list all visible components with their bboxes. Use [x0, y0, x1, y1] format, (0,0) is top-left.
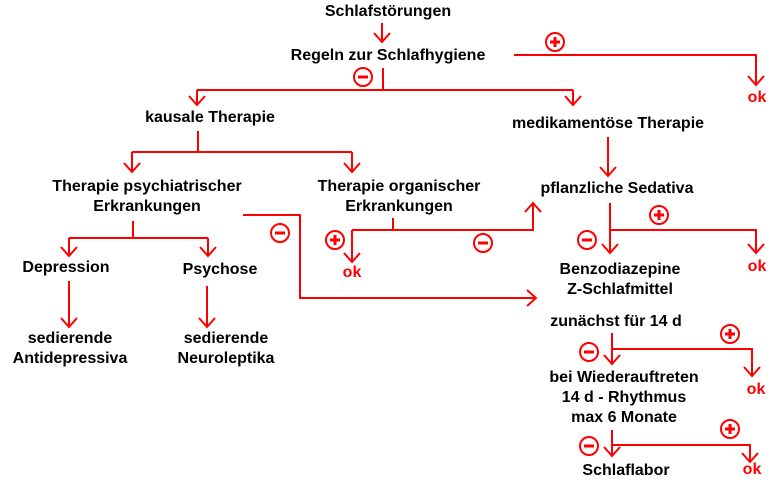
- plus-circle-icon: [649, 205, 669, 225]
- node-sedierende-neuroleptika: sedierende Neuroleptika: [178, 329, 275, 369]
- plus-circle-icon: [545, 32, 565, 52]
- node-line: Z-Schlafmittel: [567, 281, 673, 298]
- arrowhead-down-icon: [198, 317, 216, 329]
- arrowhead-down-icon: [603, 354, 621, 366]
- outcome-ok-hygiene: ok: [747, 89, 767, 106]
- plus-circle-icon: [325, 230, 345, 250]
- node-schlaflabor: Schlaflabor: [582, 462, 670, 479]
- connector-pflanz-ok: [610, 229, 757, 253]
- node-line: sedierende: [183, 330, 269, 347]
- node-bei-wiederauftreten: bei Wiederauftreten 14 d - Rhythmus max …: [549, 368, 698, 428]
- node-depression: Depression: [22, 259, 110, 276]
- node-schlafhygiene: Regeln zur Schlafhygiene: [290, 47, 486, 64]
- minus-circle-icon: [473, 233, 493, 253]
- connector-organ-split: [352, 203, 534, 231]
- node-sedierende-antidepressiva: sedierende Antidepressiva: [13, 329, 128, 369]
- outcome-ok-pflanzlich: ok: [747, 258, 767, 275]
- minus-circle-icon: [353, 67, 373, 87]
- minus-circle-icon: [577, 230, 597, 250]
- connector-wieder-ok: [612, 444, 751, 462]
- arrowhead-down-icon: [60, 246, 78, 258]
- outcome-ok-14d: ok: [746, 381, 766, 398]
- connector-hygiene-ok: [514, 54, 757, 85]
- arrowhead-down-icon: [747, 243, 765, 255]
- arrowhead-down-icon: [343, 252, 361, 264]
- node-line: max 6 Monate: [571, 409, 677, 426]
- node-psychose: Psychose: [182, 261, 258, 278]
- node-line: Therapie organischer: [317, 178, 481, 195]
- connector-kausal-split: [132, 131, 352, 153]
- arrowhead-down-icon: [123, 162, 141, 174]
- outcome-ok-wiederauftreten: ok: [742, 461, 762, 478]
- node-line: Therapie psychiatrischer: [52, 178, 242, 195]
- arrowhead-up-icon: [524, 201, 542, 213]
- arrowhead-down-icon: [601, 243, 619, 255]
- minus-circle-icon: [579, 436, 599, 456]
- plus-circle-icon: [720, 324, 740, 344]
- node-line: sedierende: [27, 330, 113, 347]
- arrowhead-down-icon: [343, 162, 361, 174]
- node-therapie-psychiatrischer-erkrankungen: Therapie psychiatrischer Erkrankungen: [52, 177, 241, 217]
- arrowhead-down-icon: [60, 317, 78, 329]
- arrowhead-down-icon: [743, 366, 761, 378]
- arrowhead-down-icon: [599, 166, 617, 178]
- node-benzodiazepine-z-schlafmittel: Benzodiazepine Z-Schlafmittel: [560, 260, 681, 300]
- arrowhead-down-icon: [188, 95, 206, 107]
- arrowhead-down-icon: [373, 32, 391, 44]
- outcome-ok-organisch: ok: [342, 264, 362, 281]
- node-line: Antidepressiva: [12, 350, 128, 367]
- node-medikamentoese-therapie: medikamentöse Therapie: [511, 115, 705, 132]
- arrowhead-down-icon: [603, 446, 621, 458]
- node-therapie-organischer-erkrankungen: Therapie organischer Erkrankungen: [318, 177, 481, 217]
- node-line: 14 d - Rhythmus: [561, 389, 687, 406]
- node-line: Erkrankungen: [345, 198, 453, 215]
- node-line: Erkrankungen: [93, 198, 201, 215]
- node-line: bei Wiederauftreten: [549, 369, 699, 386]
- connector-14d-ok: [612, 348, 753, 376]
- minus-circle-icon: [270, 223, 290, 243]
- arrowhead-right-icon: [526, 289, 538, 307]
- arrowhead-down-icon: [747, 75, 765, 87]
- node-pflanzliche-sedativa: pflanzliche Sedativa: [540, 180, 694, 197]
- arrowhead-down-icon: [199, 246, 217, 258]
- plus-circle-icon: [720, 419, 740, 439]
- node-zunaechst-14d: zunächst für 14 d: [550, 313, 682, 330]
- node-line: Neuroleptika: [177, 350, 275, 367]
- arrowhead-down-icon: [564, 95, 582, 107]
- arrowhead-down-icon: [741, 452, 759, 464]
- node-kausale-therapie: kausale Therapie: [145, 109, 275, 126]
- connector-psych-split: [69, 221, 208, 239]
- minus-circle-icon: [579, 342, 599, 362]
- connector-psych-benzo: [243, 214, 536, 299]
- node-line: Benzodiazepine: [559, 261, 681, 278]
- node-schlafstoerungen: Schlafstörungen: [324, 3, 452, 20]
